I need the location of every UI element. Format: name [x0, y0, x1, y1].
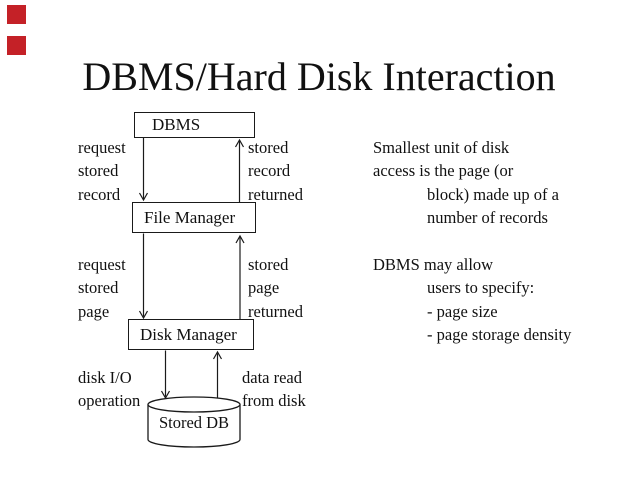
note-line: users to specify:	[427, 278, 535, 298]
note-line: DBMS may allow	[373, 255, 494, 274]
note-line: number of records	[427, 208, 548, 228]
label-disk-io-operation: disk I/O operation	[78, 366, 140, 413]
note-line: access is the page (or	[373, 161, 514, 181]
label-line: request	[78, 255, 126, 274]
label-line: operation	[78, 391, 141, 411]
arrow-stored-db-to-disk-manager	[212, 350, 223, 402]
label-line: returned	[248, 301, 303, 321]
label-stored-record-returned: stored record returned	[248, 136, 303, 206]
label-line: stored	[248, 255, 289, 274]
label-line: page	[78, 301, 110, 321]
note-smallest-unit: Smallest unit of disk access is the page…	[373, 136, 559, 230]
box-disk-manager: Disk Manager	[128, 319, 254, 350]
label-request-stored-page: request stored page	[78, 253, 126, 323]
box-dbms-label: DBMS	[152, 115, 201, 134]
red-square-decoration-bottom	[7, 36, 26, 55]
stored-db-label: Stored DB	[158, 413, 230, 432]
arrow-disk-manager-to-stored-db	[160, 350, 171, 400]
box-dbms: DBMS	[134, 112, 255, 138]
slide-title: DBMS/Hard Disk Interaction	[82, 54, 556, 99]
label-line: stored	[248, 138, 289, 157]
arrow-file-manager-to-disk-manager	[138, 233, 149, 320]
label-line: record	[248, 161, 291, 181]
label-line: record	[78, 184, 121, 204]
label-line: request	[78, 138, 126, 157]
label-line: from disk	[242, 391, 306, 411]
label-line: data read	[242, 368, 302, 387]
label-line: stored	[78, 278, 119, 298]
label-line: page	[248, 278, 280, 298]
note-dbms-may-allow: DBMS may allow users to specify: - page …	[373, 253, 571, 347]
box-file-manager-label: File Manager	[144, 207, 236, 227]
label-request-stored-record: request stored record	[78, 136, 126, 206]
note-line: - page size	[427, 301, 498, 321]
note-line: block) made up of a	[427, 184, 559, 204]
label-data-read-from-disk: data read from disk	[242, 366, 306, 413]
arrow-dbms-to-file-manager	[138, 138, 149, 202]
arrow-disk-manager-to-file-manager	[235, 234, 245, 319]
box-disk-manager-label: Disk Manager	[140, 324, 237, 344]
arrow-file-manager-to-dbms	[234, 138, 245, 202]
note-line: Smallest unit of disk	[373, 138, 510, 157]
label-line: stored	[78, 161, 119, 181]
note-line: - page storage density	[427, 325, 572, 345]
box-file-manager: File Manager	[132, 202, 256, 233]
label-stored-page-returned: stored page returned	[248, 253, 303, 323]
red-square-decoration-top	[7, 5, 26, 24]
label-line: disk I/O	[78, 368, 132, 387]
label-line: returned	[248, 184, 303, 204]
